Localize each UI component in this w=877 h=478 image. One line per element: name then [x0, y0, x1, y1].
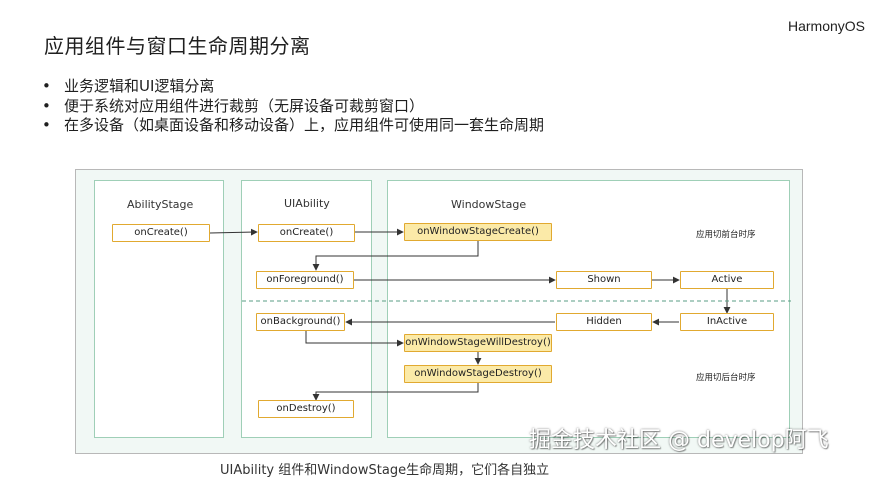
onwindowstagewilldestroy-node: onWindowStageWillDestroy() [404, 334, 552, 352]
watermark: 掘金技术社区 @ develop阿飞 [529, 428, 829, 453]
arrow-stage-to-ui [209, 228, 258, 236]
onforeground-node: onForeground() [256, 271, 354, 289]
abilitystage-oncreate-node: onCreate() [112, 224, 210, 242]
arrow-wscreate-to-foreground [312, 241, 479, 271]
inactive-node: InActive [680, 313, 774, 331]
windowstage-title: WindowStage [451, 198, 527, 211]
uiability-title: UIAbility [284, 197, 330, 210]
onbackground-node: onBackground() [256, 313, 345, 331]
bullet-list: 业务逻辑和UI逻辑分离 便于系统对应用组件进行裁剪（无屏设备可裁剪窗口） 在多设… [40, 77, 544, 136]
background-sequence-label: 应用切后台时序 [696, 373, 756, 383]
diagram-caption: UIAbility 组件和WindowStage生命周期，它们各自独立 [220, 463, 550, 478]
abilitystage-panel [94, 180, 224, 438]
arrow-destroy-to-ondestroy [312, 382, 479, 401]
arrow-background-to-willdestroy [305, 331, 404, 347]
lifecycle-diagram: AbilityStage UIAbility WindowStage onCre… [75, 169, 803, 454]
flow-arrows [209, 228, 791, 401]
onwindowstagedestroy-node: onWindowStageDestroy() [404, 365, 552, 383]
bullet-item: 便于系统对应用组件进行裁剪（无屏设备可裁剪窗口） [40, 97, 544, 117]
ondestroy-node: onDestroy() [258, 400, 354, 418]
active-node: Active [680, 271, 774, 289]
foreground-sequence-label: 应用切前台时序 [696, 230, 756, 240]
harmonyos-logo: HarmonyOS [787, 18, 865, 34]
bullet-item: 业务逻辑和UI逻辑分离 [40, 77, 544, 97]
abilitystage-title: AbilityStage [127, 198, 194, 211]
uiability-oncreate-node: onCreate() [258, 224, 355, 242]
onwindowstagecreate-node: onWindowStageCreate() [404, 223, 552, 241]
hidden-node: Hidden [556, 313, 652, 331]
uiability-panel [241, 180, 372, 438]
shown-node: Shown [556, 271, 652, 289]
page-title: 应用组件与窗口生命周期分离 [44, 34, 311, 58]
bullet-item: 在多设备（如桌面设备和移动设备）上，应用组件可使用同一套生命周期 [40, 116, 544, 136]
